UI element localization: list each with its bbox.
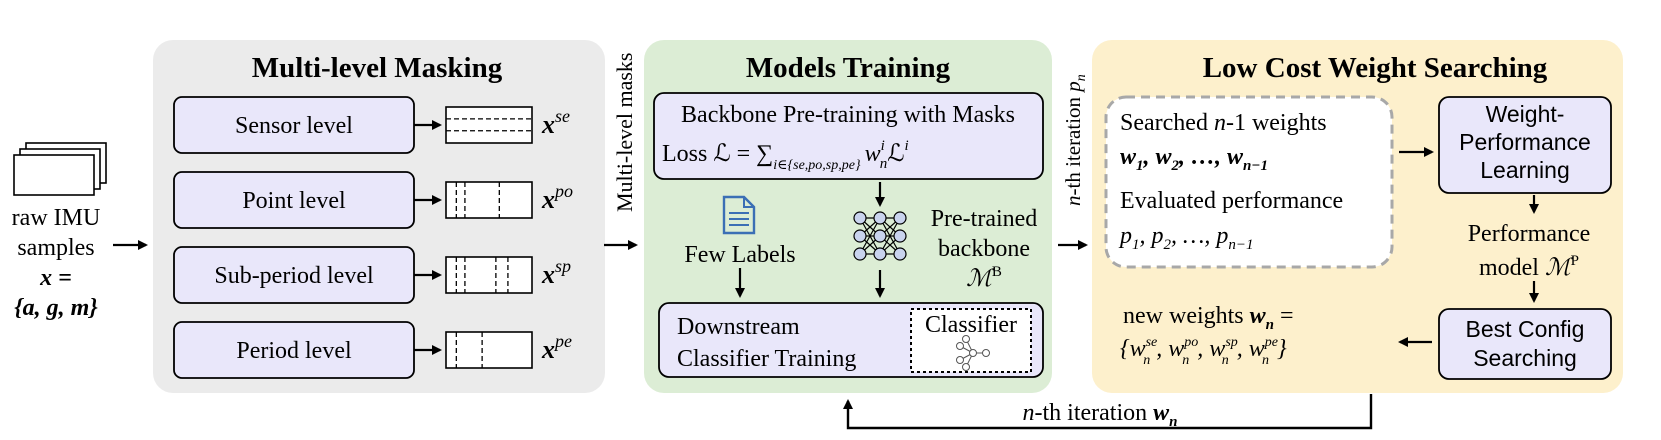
new-weights-text: new weights wn = [1123,303,1294,333]
masked-output-symbol: xpe [541,331,572,364]
nth-iteration-p-label: n-th iteration pn [1061,74,1089,206]
raw-samples-stack-icon [13,142,107,196]
multi-level-masks-label: Multi-level masks [612,53,637,212]
masking-level-label: Period level [236,338,352,364]
input-label-line2: samples [17,235,94,261]
input-x-equation: x = [39,265,72,291]
best-config-line1: Best Config [1466,316,1585,342]
masked-signal-box [445,331,533,369]
masking-level-label: Point level [242,188,346,214]
evaluated-performance-text: Evaluated performance [1120,188,1343,214]
weight-performance-box [1438,96,1612,194]
history-box [1104,95,1394,269]
downstream-line2: Classifier Training [677,346,856,372]
performance-sequence: p1, p2, …, pn−1 [1118,223,1253,253]
downstream-line1: Downstream [677,314,800,340]
masking-level-row: Point level xpo [173,171,573,229]
masking-level-label: Sub-period level [214,263,374,289]
weight-performance-line2: Performance [1459,129,1591,155]
classifier-label: Classifier [925,312,1017,338]
weight-performance-line3: Learning [1480,157,1570,183]
masked-output-symbol: xpo [541,181,573,214]
few-labels-text: Few Labels [684,242,795,268]
neural-network-icon [853,211,907,261]
searching-title: Low Cost Weight Searching [1203,52,1548,84]
feedback-label: n-th iteration wn [1023,400,1178,430]
masked-signal-box [445,181,533,219]
feedback-loop-arrow [843,394,1373,430]
backbone-model-symbol: ℳB [966,264,1002,292]
best-config-box [1438,308,1612,380]
pretraining-title: Backbone Pre-training with Masks [681,102,1015,128]
pretrained-line1: Pre-trained [931,206,1038,232]
classifier-box [910,308,1032,373]
masking-title: Multi-level Masking [252,52,503,84]
performance-model-line2: model ℳP [1479,253,1579,281]
weight-performance-line1: Weight- [1486,101,1565,127]
best-config-line2: Searching [1473,345,1577,371]
input-x-set: {a, g, m} [14,295,98,321]
document-icon [722,195,756,235]
pretrained-line2: backbone [938,236,1030,262]
searched-weights-text: Searched n-1 weights [1120,110,1327,136]
masking-level-label: Sensor level [235,113,353,139]
masking-level-row: Sensor level xse [173,96,570,154]
weights-sequence: w1, w2, …, wn−1 [1120,144,1268,174]
input-label-line1: raw IMU [12,205,101,231]
masked-output-symbol: xsp [541,256,571,289]
masked-signal-box [445,256,533,294]
performance-model-line1: Performance [1468,221,1591,247]
masked-output-symbol: xse [541,106,570,139]
classifier-network-icon [956,335,990,371]
masked-signal-box [445,106,533,144]
masking-level-row: Period level xpe [173,321,572,379]
training-title: Models Training [746,52,951,84]
pretraining-box [653,92,1044,180]
masking-level-row: Sub-period level xsp [173,246,571,304]
